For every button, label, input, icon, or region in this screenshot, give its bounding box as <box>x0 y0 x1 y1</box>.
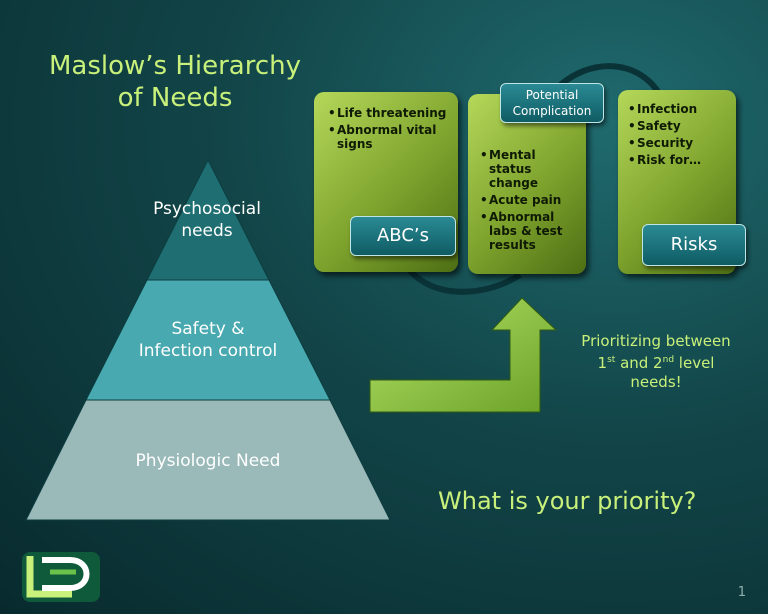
risks-item-risk-for: Risk for… <box>628 153 732 167</box>
prioritizing-first: 1 <box>597 354 608 372</box>
slide-title: Maslow’s Hierarchy of Needs <box>30 50 320 114</box>
prioritizing-and-second: and 2 <box>615 354 663 372</box>
risks-list: Infection Safety Security Risk for… <box>628 102 732 170</box>
risks-item-security: Security <box>628 136 732 150</box>
prioritizing-note: Prioritizing between 1st and 2nd level n… <box>570 332 742 392</box>
pyramid-top-label: Psychosocial needs <box>137 198 277 242</box>
risks-item-safety: Safety <box>628 119 732 133</box>
prioritizing-level: level <box>674 354 715 372</box>
risks-item-infection: Infection <box>628 102 732 116</box>
pyramid-middle-label-line-1: Safety & <box>171 319 245 339</box>
title-line-1: Maslow’s Hierarchy <box>48 51 302 81</box>
abc-card-list: Life threatening Abnormal vital signs <box>328 106 452 154</box>
prioritizing-line-2: 1st and 2nd level <box>570 351 742 373</box>
pyramid-middle-label: Safety & Infection control <box>118 318 298 362</box>
pyramid-bottom-label: Physiologic Need <box>135 451 281 471</box>
prioritizing-line-3: needs! <box>630 373 682 391</box>
prioritizing-line-1: Prioritizing between <box>581 332 731 350</box>
potential-complication-card: Mental status change Acute pain Abnormal… <box>468 94 586 274</box>
potential-complication-tag: Potential Complication <box>500 83 604 123</box>
cycle-connector-arc-top <box>552 63 663 97</box>
abc-tag: ABC’s <box>350 216 456 256</box>
page-number: 1 <box>737 585 746 600</box>
pyramid-middle-label-line-2: Infection control <box>138 341 278 361</box>
prioritizing-second-sup: nd <box>662 355 675 365</box>
prioritizing-first-sup: st <box>607 355 616 365</box>
abc-item-abnormal-vitals: Abnormal vital signs <box>328 123 452 151</box>
abc-item-life-threatening: Life threatening <box>328 106 452 120</box>
potential-tag-line-1: Potential <box>525 88 579 102</box>
potential-complication-list: Mental status change Acute pain Abnormal… <box>480 148 582 255</box>
risks-tag: Risks <box>642 224 746 266</box>
potential-item-mental-status: Mental status change <box>480 148 582 190</box>
potential-item-acute-pain: Acute pain <box>480 193 582 207</box>
title-line-2: of Needs <box>117 83 233 113</box>
pyramid-bottom-tier <box>25 399 391 521</box>
priority-arrow <box>369 297 558 413</box>
potential-item-abnormal-labs: Abnormal labs & test results <box>480 210 582 252</box>
pyramid-top-label-line-2: needs <box>181 221 233 241</box>
priority-question: What is your priority? <box>438 487 697 515</box>
logo-icon <box>22 552 100 602</box>
potential-tag-line-2: Complication <box>512 104 592 118</box>
pyramid-top-label-line-1: Psychosocial <box>153 199 261 219</box>
